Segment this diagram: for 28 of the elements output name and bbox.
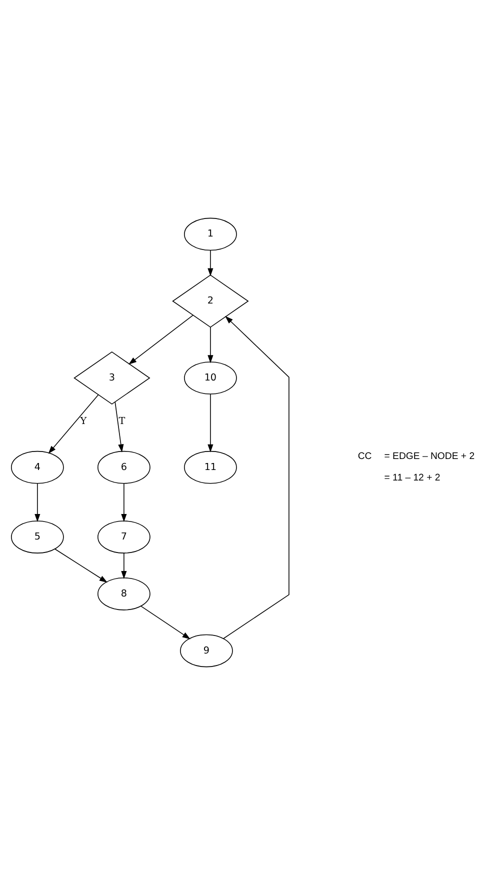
arrow	[54, 548, 108, 582]
label: CC	[358, 450, 372, 462]
node-diamond: 3	[74, 351, 150, 404]
label: = 11 – 12 + 2	[384, 472, 440, 484]
node-ellipse: 7	[98, 520, 150, 553]
arrow	[208, 326, 214, 363]
label: = EDGE – NODE + 2	[384, 450, 475, 462]
arrow	[223, 315, 290, 638]
arrow	[48, 394, 99, 454]
arrow	[128, 314, 194, 364]
node-ellipse: 9	[180, 634, 233, 667]
arrow	[114, 401, 124, 452]
arrow	[121, 482, 127, 522]
arrow	[34, 482, 40, 522]
arrow	[208, 250, 214, 276]
node-ellipse: 1	[184, 217, 237, 250]
edge-label: Y	[80, 415, 87, 426]
node-ellipse: 6	[98, 450, 150, 484]
node-ellipse: 8	[98, 576, 150, 610]
node-ellipse: 4	[10, 450, 64, 484]
arrow	[140, 605, 190, 639]
arrow	[121, 552, 127, 578]
node-ellipse: 11	[184, 450, 237, 484]
node-ellipse: 5	[10, 520, 64, 553]
arrow	[208, 393, 214, 452]
edge-label: T	[118, 415, 126, 426]
node-diamond: 2	[172, 274, 249, 328]
node-ellipse: 10	[184, 361, 237, 394]
